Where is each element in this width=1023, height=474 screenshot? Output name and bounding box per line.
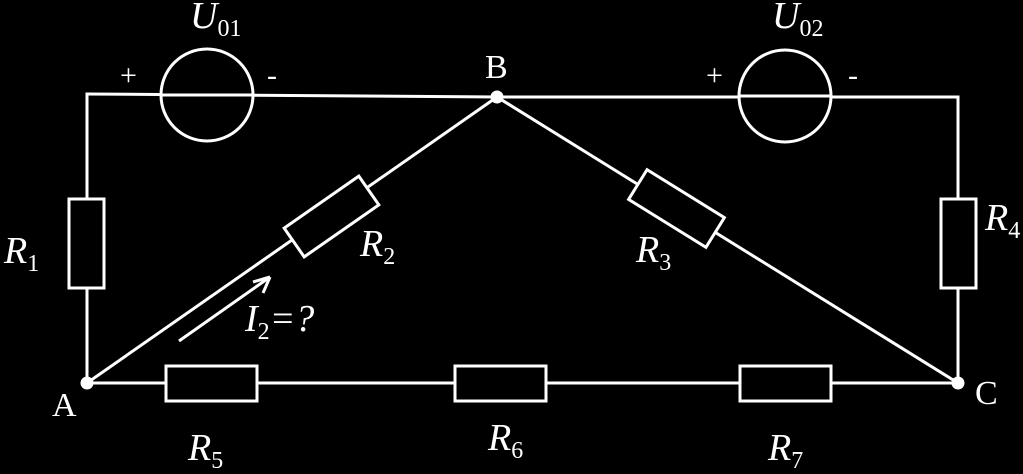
resistor-r2 <box>282 174 381 259</box>
node-a-label: A <box>52 387 77 424</box>
arrow-head-icon <box>252 275 272 294</box>
node-b-dot <box>490 90 504 104</box>
node-c-dot <box>951 376 965 390</box>
resistor-r5 <box>164 364 259 403</box>
resistors <box>67 167 978 403</box>
current-label: I2=? <box>244 298 314 345</box>
voltage-sources <box>159 47 833 144</box>
source-u01-plus: + <box>120 59 137 92</box>
r2-label: R2 <box>359 223 395 270</box>
r6-sub: 6 <box>511 438 523 464</box>
r2-sub: 2 <box>383 244 395 270</box>
r7-label: R7 <box>767 427 803 474</box>
wire-top-left <box>85 92 499 99</box>
r5-sub: 5 <box>211 448 223 474</box>
r5-label: R5 <box>187 427 223 474</box>
wire-b-c <box>494 94 961 386</box>
r4-label: R4 <box>984 197 1020 244</box>
resistor-r4 <box>939 197 978 290</box>
node-a-dot <box>80 376 94 390</box>
r7-sub: 7 <box>791 448 803 474</box>
current-suffix: =? <box>270 298 315 340</box>
r6-name: R <box>487 417 511 459</box>
r3-label: R3 <box>635 229 671 276</box>
source-u01-sub: 01 <box>217 16 241 42</box>
source-u02-plus: + <box>706 59 723 92</box>
node-c-label: C <box>975 375 998 412</box>
r1-label: R1 <box>3 230 39 277</box>
resistor-r7 <box>738 364 833 403</box>
source-u01-minus: - <box>267 59 277 92</box>
current-arrow <box>178 275 272 343</box>
r4-sub: 4 <box>1008 218 1020 244</box>
source-u02-name: U <box>772 0 802 37</box>
source-u01-name: U <box>190 0 220 37</box>
current-arrow-line <box>178 275 271 343</box>
r6-label: R6 <box>487 417 523 464</box>
resistor-r1 <box>67 197 106 290</box>
node-b-label: B <box>485 49 508 86</box>
current-sub: 2 <box>258 319 270 345</box>
source-u02-minus: - <box>848 59 858 92</box>
source-u01-label: U01 <box>190 0 241 42</box>
source-u02-label: U02 <box>772 0 823 42</box>
current-name: I <box>244 298 260 340</box>
resistor-r3 <box>626 167 727 250</box>
r1-name: R <box>3 230 27 272</box>
nodes <box>80 90 965 390</box>
r4-name: R <box>984 197 1008 239</box>
r3-name: R <box>635 229 659 271</box>
resistor-r6 <box>453 364 548 403</box>
r3-sub: 3 <box>659 250 671 276</box>
r2-name: R <box>359 223 383 265</box>
r5-name: R <box>187 427 211 469</box>
source-u02-sub: 02 <box>799 16 823 42</box>
r1-sub: 1 <box>27 251 39 277</box>
r7-name: R <box>767 427 791 469</box>
